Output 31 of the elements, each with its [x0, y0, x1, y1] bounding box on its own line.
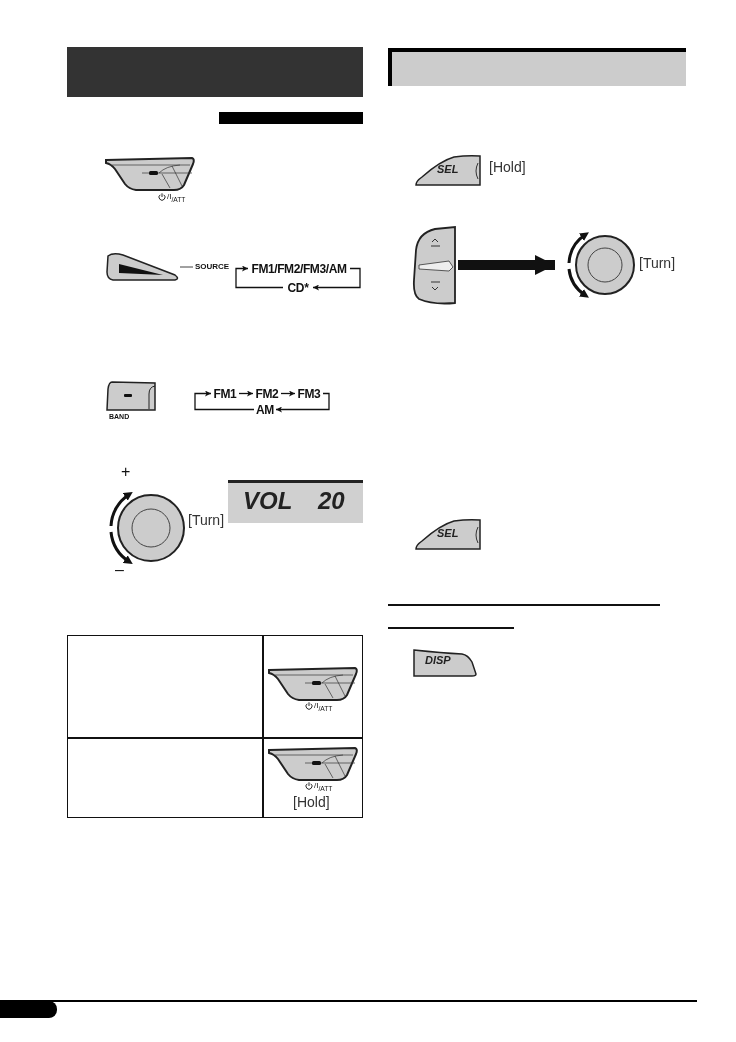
- button-label: SOURCE: [193, 262, 231, 272]
- mode-label: FM2: [253, 386, 281, 401]
- arrow: [312, 267, 361, 291]
- steering-control-drawing: [413, 225, 458, 305]
- button-label: /I$_{/ATT}$: [314, 702, 333, 713]
- mode-label: CD*: [283, 280, 313, 295]
- instruction-text: [Turn]: [188, 513, 225, 527]
- mode-label: AM: [254, 402, 276, 417]
- mode-label: FM1: [211, 386, 239, 401]
- button-label: SEL: [437, 164, 459, 175]
- block-arrow: [458, 255, 555, 275]
- button-label: SEL: [437, 528, 459, 539]
- instruction-text: [Hold]: [293, 795, 330, 809]
- arrow: [235, 265, 284, 289]
- mode-label: FM3: [295, 386, 323, 401]
- direction-sign: –: [115, 562, 124, 578]
- arrow: [194, 390, 255, 411]
- arrow: [280, 390, 296, 397]
- leader-line: [179, 266, 194, 268]
- display-text: VOL: [243, 489, 293, 513]
- instruction-text: [Turn]: [639, 256, 676, 270]
- mode-label: FM1/FM2/FM3/AM: [248, 261, 350, 276]
- arrow: [275, 392, 330, 413]
- button-label: DISP: [425, 655, 451, 666]
- button-label: /I$_{/ATT}$: [314, 782, 333, 793]
- source-button-drawing: [105, 252, 180, 282]
- direction-sign: +: [121, 464, 131, 480]
- display-text: 20: [318, 489, 345, 513]
- arrow: [238, 390, 254, 397]
- instruction-text: [Hold]: [489, 160, 526, 174]
- button-label: /I$_{/ATT}$: [167, 193, 186, 204]
